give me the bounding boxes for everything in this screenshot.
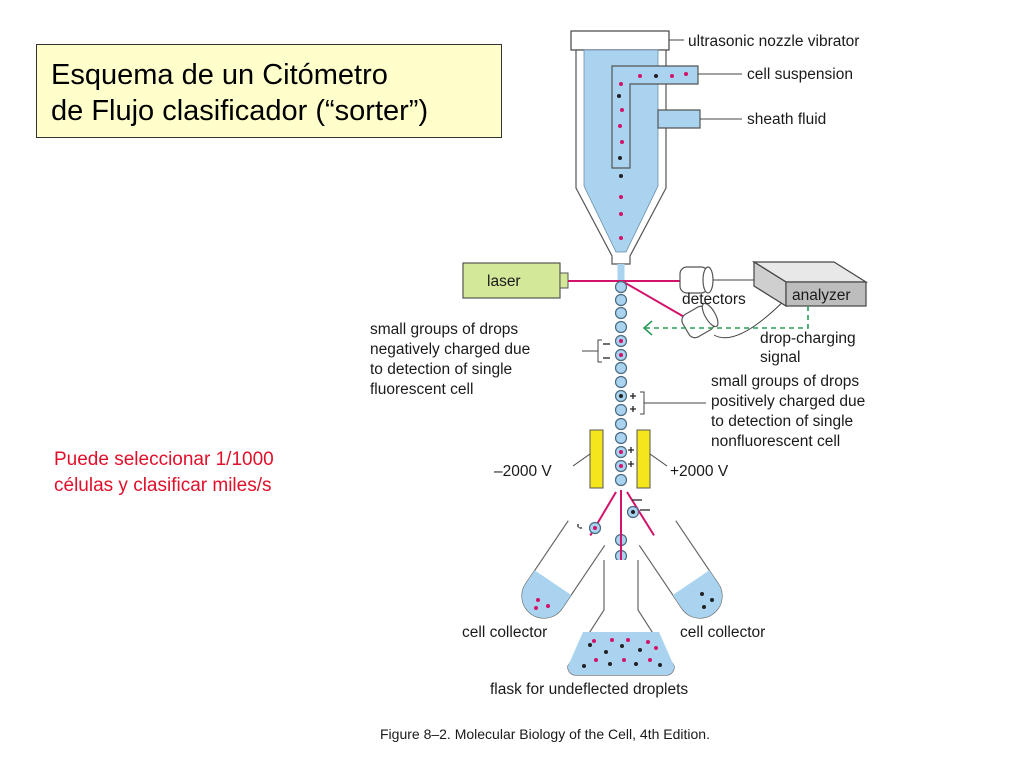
label-collector-right: cell collector xyxy=(680,624,765,641)
label-positive-1: small groups of drops xyxy=(711,373,859,390)
label-negative-2: negatively charged due xyxy=(370,341,530,358)
label-positive-2: positively charged due xyxy=(711,393,865,410)
label-sheath-fluid: sheath fluid xyxy=(747,111,826,128)
positive-signs xyxy=(630,393,636,412)
label-positive-3: to detection of single xyxy=(711,413,853,430)
slide-note-line-1: Puede seleccionar 1/1000 xyxy=(54,449,274,470)
plate-positive xyxy=(636,429,651,489)
slide-title-line-2: de Flujo clasificador (“sorter”) xyxy=(51,95,429,127)
label-flask: flask for undeflected droplets xyxy=(490,681,688,698)
slide-title-line-1: Esquema de un Citómetro xyxy=(51,59,388,91)
slide-note: Puede seleccionar 1/1000 células y clasi… xyxy=(54,447,274,499)
label-nozzle-vibrator: ultrasonic nozzle vibrator xyxy=(688,33,859,50)
plate-negative xyxy=(589,429,604,489)
flask-liquid xyxy=(567,632,675,675)
label-drop-charging-1: drop-charging xyxy=(760,330,856,347)
negative-bracket xyxy=(597,339,602,363)
laser-box xyxy=(462,262,561,299)
flask-cells xyxy=(582,638,662,668)
slide-title-box: Esquema de un Citómetro de Flujo clasifi… xyxy=(36,44,502,138)
right-collector-tube xyxy=(638,520,723,619)
laser-aperture xyxy=(559,272,569,289)
plate-neg-wire xyxy=(572,453,591,467)
figure-caption: Figure 8–2. Molecular Biology of the Cel… xyxy=(380,726,710,742)
label-negative-4: fluorescent cell xyxy=(370,381,473,398)
label-collector-left: cell collector xyxy=(462,624,547,641)
detector-1 xyxy=(679,266,714,294)
plate-positive-signs xyxy=(628,447,634,467)
label-drop-charging-2: signal xyxy=(760,349,801,366)
positive-bracket xyxy=(640,391,645,415)
label-laser: laser xyxy=(487,273,521,290)
slide-note-line-2: células y clasificar miles/s xyxy=(54,475,272,496)
droplet-stream xyxy=(614,280,628,582)
label-negative-3: to detection of single xyxy=(370,361,512,378)
label-cell-suspension: cell suspension xyxy=(747,66,853,83)
label-volt-negative: –2000 V xyxy=(494,463,552,480)
label-negative-1: small groups of drops xyxy=(370,321,518,338)
detector-2 xyxy=(681,302,719,339)
drop-charging-arrow xyxy=(642,320,653,336)
label-detectors: detectors xyxy=(682,291,746,308)
right-minus-signs xyxy=(632,499,698,573)
label-analyzer: analyzer xyxy=(792,287,851,304)
plate-pos-wire xyxy=(649,453,668,467)
analyzer-front xyxy=(785,281,867,307)
scatter-beam xyxy=(621,280,687,319)
label-volt-positive: +2000 V xyxy=(670,463,729,480)
sheath-tube xyxy=(657,109,701,129)
drop-charging-line xyxy=(644,306,809,329)
nozzle-vibrator-cap xyxy=(570,30,670,51)
nozzle-cells xyxy=(617,72,688,240)
left-collector-tube xyxy=(521,520,606,619)
label-positive-4: nonfluorescent cell xyxy=(711,433,840,450)
